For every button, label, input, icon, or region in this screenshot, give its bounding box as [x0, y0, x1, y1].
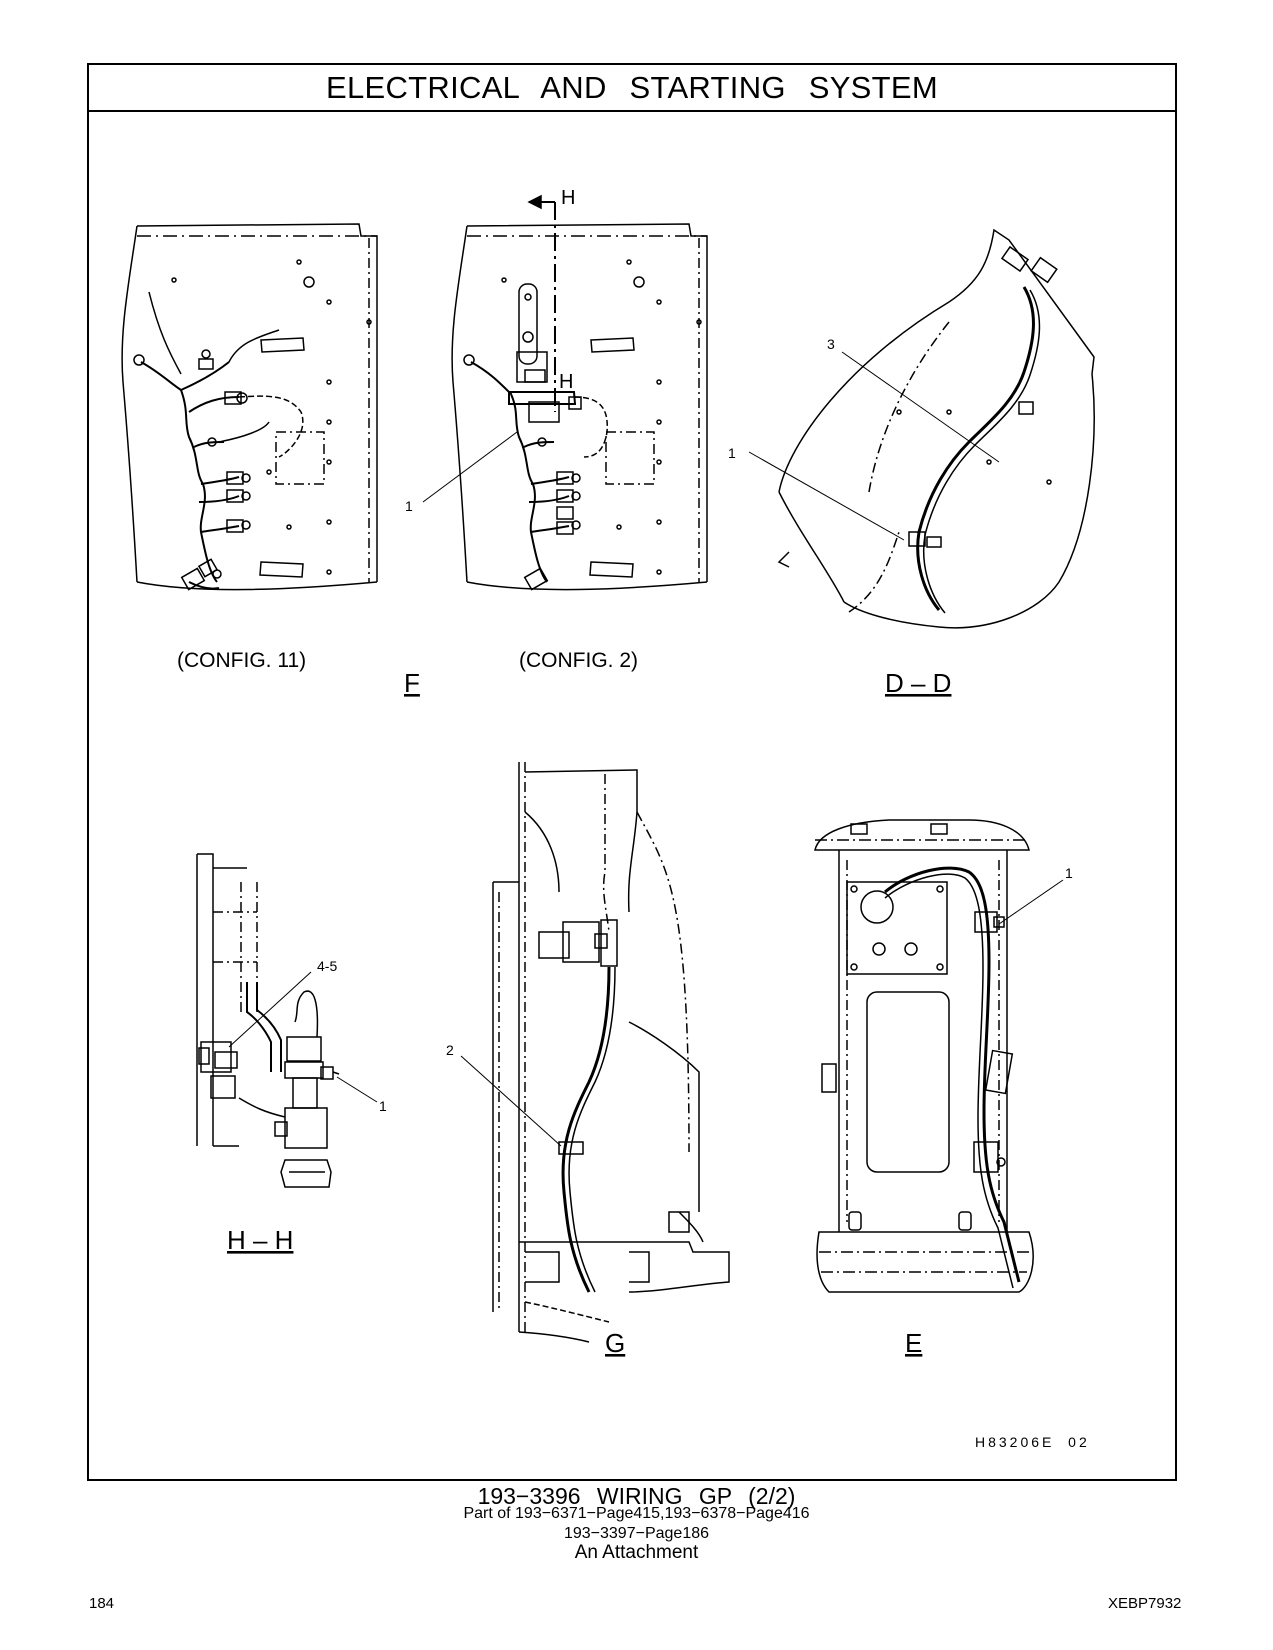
view-label-config2: (CONFIG. 2) [519, 649, 638, 672]
caption-attachment: An Attachment [574, 1542, 699, 1563]
view-g-drawing [460, 762, 730, 1343]
callout-1-view-e: 1 [1065, 865, 1073, 881]
title-bar: ELECTRICAL AND STARTING SYSTEM [89, 65, 1175, 112]
callout-1-view-f: 1 [405, 498, 413, 514]
caption-reference-1: Part of 193−6371−Page415,193−6378−Page41… [463, 1505, 810, 1522]
callout-3-view-dd: 3 [827, 336, 835, 352]
view-label-e: E [905, 1328, 922, 1358]
drawing-frame: ELECTRICAL AND STARTING SYSTEM [87, 63, 1177, 1481]
caption-reference-2: 193−3397−Page186 [563, 1525, 710, 1542]
section-marker-mid: H [559, 371, 573, 393]
callout-45-view-hh: 4-5 [317, 958, 337, 974]
illustration-code: H83206E 02 [975, 1434, 1090, 1450]
page-number: 184 [89, 1595, 115, 1612]
view-e-drawing [814, 819, 1064, 1293]
page-title: ELECTRICAL AND STARTING SYSTEM [326, 69, 938, 105]
view-dd-drawing [748, 228, 1095, 629]
view-label-g: G [605, 1328, 625, 1358]
document-code: XEBP7932 [1108, 1595, 1182, 1612]
callout-2-view-g: 2 [446, 1042, 454, 1058]
view-f-config11-drawing [121, 223, 378, 591]
section-marker-top: H [561, 187, 575, 209]
caption-title: 193−3396 WIRING GP (2/2) [477, 1483, 796, 1509]
view-f-config2-drawing [422, 194, 708, 591]
view-hh-drawing [196, 853, 378, 1188]
technical-drawing: H H (CONFIG. 11) (CONFIG. 2) F D – D H –… [121, 187, 1095, 1450]
view-label-hh: H – H [227, 1225, 293, 1255]
callout-1-view-dd: 1 [728, 445, 736, 461]
view-label-f: F [404, 668, 420, 698]
view-label-dd: D – D [885, 668, 951, 698]
callout-1-view-hh: 1 [379, 1098, 387, 1114]
view-label-config11: (CONFIG. 11) [177, 649, 306, 672]
